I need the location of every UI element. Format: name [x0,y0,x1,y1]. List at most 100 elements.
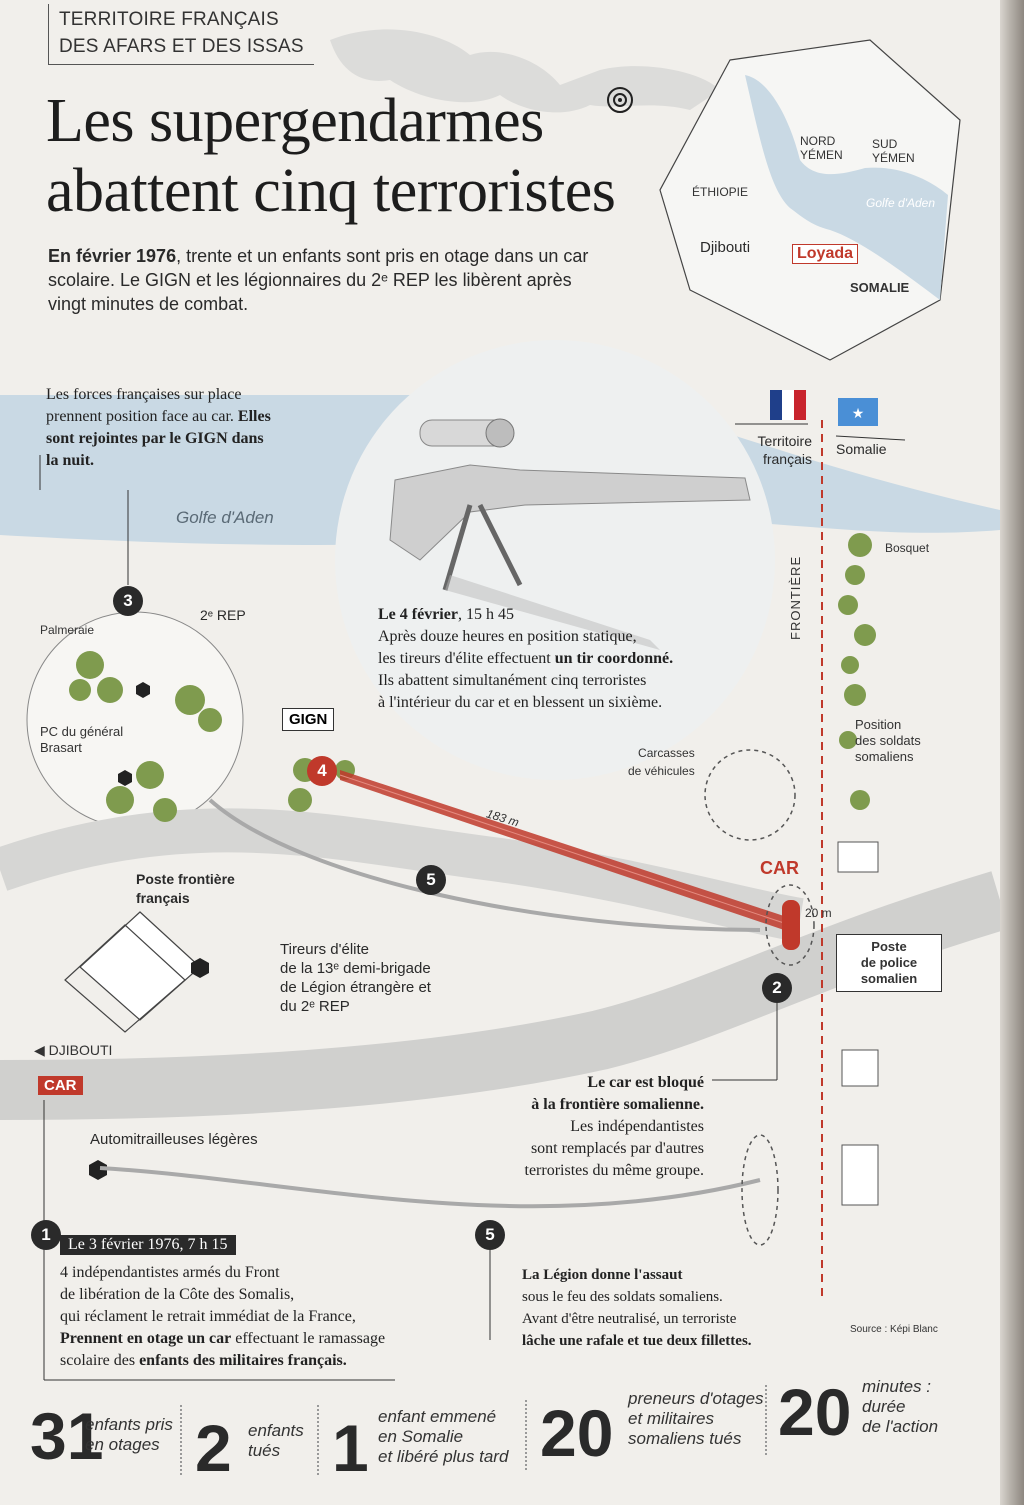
step-2-line-5: terroristes du même groupe. [524,1162,705,1179]
forces-text-b: Elles sont rejointes par le GIGN dans la… [46,408,271,469]
carcasses-oval [704,749,796,841]
map-golfe: Golfe d'Aden [866,196,936,210]
step-1-line-4b: effectuant le ramassage [231,1330,386,1347]
map-sud-yemen-2: YÉMEN [872,151,915,165]
road-main [0,871,1000,1120]
step-5-text: La Légion donne l'assaut sous le feu des… [522,1264,802,1352]
label-tireurs-3: de Légion étrangère et [280,979,431,996]
car-oval [765,884,815,966]
label-tireurs-1: Tireurs d'élite [280,941,370,958]
map-somalie: SOMALIE [850,280,910,295]
stat-1: 1 [332,1411,369,1485]
lower-oval [741,1134,779,1246]
stat-1-label: enfant emmené en Somalie et libéré plus … [378,1407,508,1467]
shot-lines [339,770,791,932]
hex-marker-tireurs [191,958,209,978]
map-sud-yemen: SUD YÉMEN [872,137,915,165]
label-position-2: des soldats [855,733,921,748]
label-somalie: Somalie [836,441,887,457]
stat-31-label: enfants pris en otages [85,1415,173,1455]
stat-20-tues-label-2: et militaires [628,1409,714,1428]
assault-arrow-lower [99,1166,761,1209]
kicker-line-2: DES AFARS ET DES ISSAS [59,36,304,57]
label-pc-general: PC du général Brasart [40,724,123,756]
stat-20-minutes-label-1: minutes : [862,1377,931,1396]
label-pc-2: Brasart [40,740,82,755]
inset-map [659,39,961,361]
step-1-marker: 1 [31,1220,61,1250]
step-4-line-3: Ils abattent simultanément cinq terroris… [378,672,647,689]
hex-marker-pc [118,770,132,786]
label-djibouti-text: DJIBOUTI [48,1042,113,1058]
rifle-backdrop [335,340,775,780]
label-djibouti-arrow: ◀ DJIBOUTI [34,1042,112,1058]
stat-divider-2 [317,1405,319,1475]
step-4-line-1: Après douze heures en position statique, [378,628,637,645]
arrow-to-somalia [835,435,906,441]
label-tireurs: Tireurs d'élite de la 13ᵉ demi-brigade d… [280,940,431,1016]
stat-31: 31 [30,1399,104,1473]
step-5-marker-upper: 5 [416,865,446,895]
stat-20-tues-label: preneurs d'otages et militaires somalien… [628,1389,764,1449]
label-car: CAR [760,858,799,878]
label-20m: 20 m [805,906,832,920]
label-poste-police-1: Poste [871,939,907,954]
somali-buildings [837,841,879,1206]
step-4-line-2b: un tir coordonné. [554,650,674,667]
sniper-rifle-illustration [389,418,751,650]
bosquet-trees [838,533,876,810]
stat-20-minutes-label-2: durée [862,1397,906,1416]
label-poste-frontiere: Poste frontière français [136,870,235,908]
map-nord-yemen-1: NORD [800,134,836,148]
label-carcasses-2: de véhicules [628,764,695,778]
intro-text: En février 1976, trente et un enfants so… [48,244,608,316]
title-line-2: abattent cinq terroristes [46,157,616,225]
stats-row: 31 enfants pris en otages 2 enfants tués… [30,1377,980,1495]
step-2-marker: 2 [762,973,792,1003]
label-tireurs-4: du 2ᵉ REP [280,998,350,1015]
label-bosquet: Bosquet [885,541,930,555]
stat-1-label-3: et libéré plus tard [378,1447,509,1466]
map-ethiopie: ÉTHIOPIE [692,185,749,199]
assault-arrow-upper [208,798,761,932]
map-nord-yemen-2: YÉMEN [800,148,843,162]
map-nord-yemen: NORD YÉMEN [800,134,843,162]
palm-trees [69,651,355,822]
diagram-canvas: ★ [0,29,1000,1381]
step-1-line-5b: enfants des militaires français. [139,1352,347,1369]
page-edge [1000,0,1024,1505]
stat-31-label-2: en otages [85,1435,160,1454]
stat-2-label-1: enfants [248,1421,304,1440]
stat-divider-1 [180,1405,182,1475]
label-position-1: Position [855,717,902,732]
label-palmeraie: Palmeraie [40,623,95,637]
label-territoire-2: français [762,451,812,467]
car-tag: CAR [38,1076,83,1095]
label-tireurs-2: de la 13ᵉ demi-brigade [280,960,431,977]
intro-lead: En février 1976 [48,246,177,266]
page-title: Les supergendarmes abattent cinq terrori… [46,86,706,226]
world-map-silhouette [330,29,720,113]
stat-20-minutes: 20 [778,1375,852,1449]
stat-divider-3 [525,1400,527,1470]
step-5-marker-lower: 5 [475,1220,505,1250]
forces-text-a: Les forces françaises sur place prennent… [46,386,242,425]
school-bus [782,900,800,950]
stat-20-minutes-label: minutes : durée de l'action [862,1377,938,1437]
step-4-text: Le 4 février, 15 h 45 Après douze heures… [378,604,708,714]
label-automitrailleuses: Automitrailleuses légères [90,1131,258,1148]
map-sud-yemen-1: SUD [872,137,898,151]
kicker-line-1: TERRITOIRE FRANÇAIS [59,9,279,30]
step-5-line-2: sous le feu des soldats somaliens. [522,1289,723,1305]
kicker: TERRITOIRE FRANÇAIS DES AFARS ET DES ISS… [48,4,314,65]
label-gign: GIGN [282,708,335,731]
label-pc-1: PC du général [40,724,124,739]
step-3-marker: 3 [113,586,143,616]
french-flag-icon [770,390,806,420]
label-territoire-1: Territoire [757,433,812,449]
intro-rest: , trente et un enfants sont pris en otag… [48,246,589,314]
stat-20-tues-label-3: somaliens tués [628,1429,742,1448]
target-icon [607,87,633,113]
label-position-3: somaliens [855,749,914,764]
step-4-marker: 4 [307,756,337,786]
